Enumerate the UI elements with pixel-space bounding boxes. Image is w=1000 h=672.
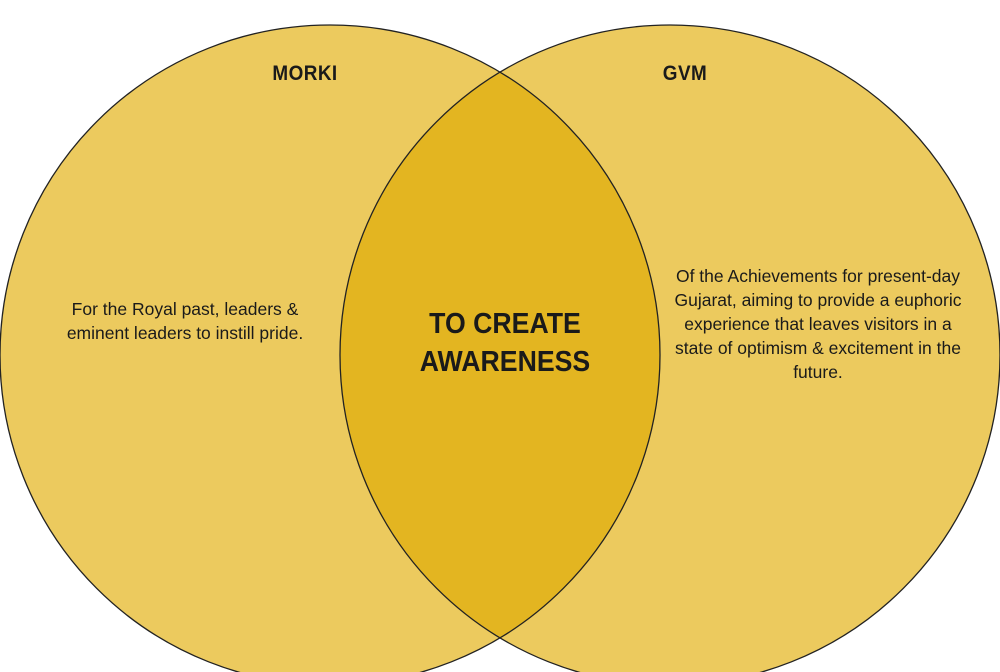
right-set-description: Of the Achievements for present-day Guja… bbox=[674, 266, 962, 382]
left-set-title: MORKI bbox=[272, 62, 338, 85]
right-circle-outline bbox=[339, 24, 1000, 672]
left-set-description: For the Royal past, leaders & eminent le… bbox=[66, 299, 304, 343]
left-circle-outline bbox=[0, 24, 661, 672]
overlap-label: TO CREATE AWARENESS bbox=[419, 308, 591, 378]
right-set-title: GVM bbox=[662, 62, 708, 85]
overlap-region bbox=[340, 25, 660, 672]
